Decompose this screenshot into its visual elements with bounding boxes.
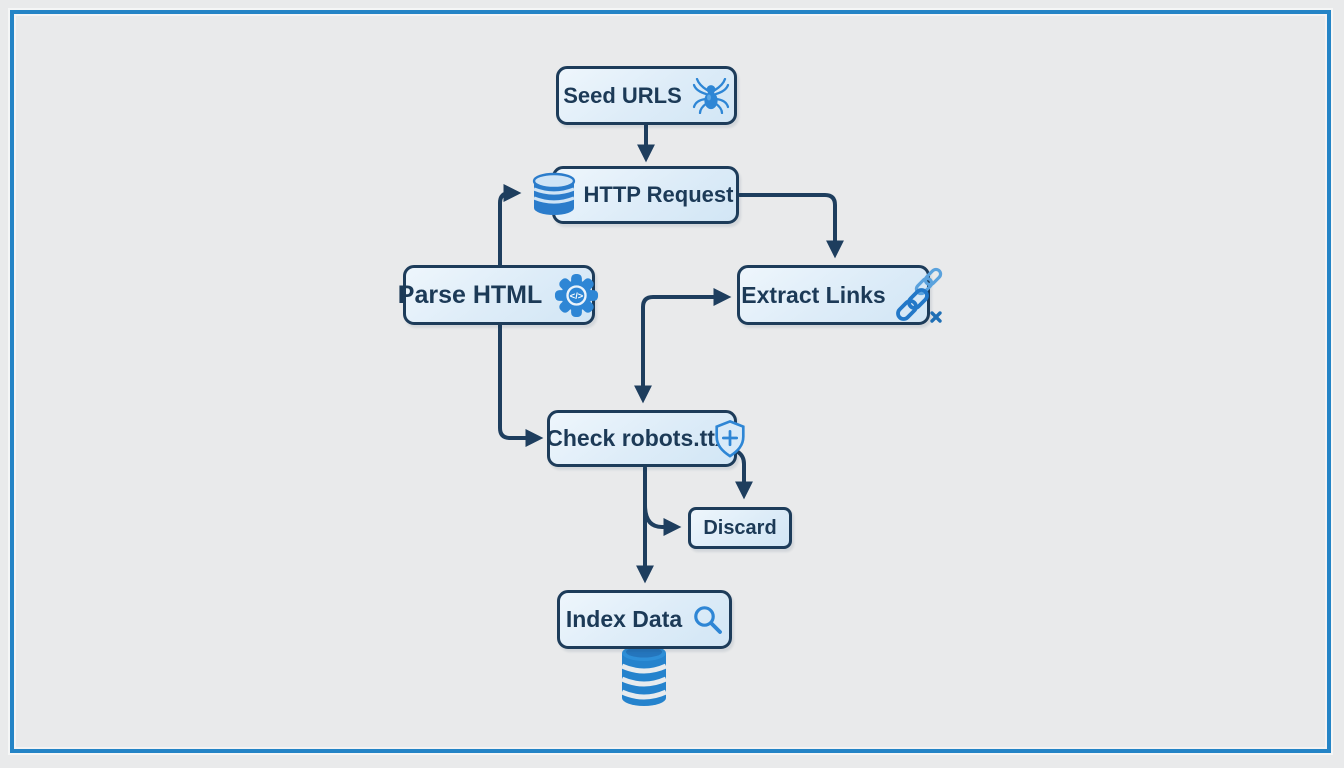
database-cylinder-icon	[620, 645, 668, 706]
connector-parse-to-http	[498, 184, 522, 267]
node-http-request-label: HTTP Request	[583, 182, 734, 207]
node-seed-urls: Seed URLS	[556, 66, 737, 125]
node-discard: Discard	[688, 507, 792, 549]
magnifier-icon	[692, 604, 723, 635]
gear-code-glyph: </>	[570, 291, 584, 301]
connector-parse-to-check	[498, 323, 544, 447]
node-index-data: Index Data	[557, 590, 732, 649]
node-parse-html: Parse HTML </>	[398, 265, 599, 325]
node-check-robots: Check robots.ttx	[546, 410, 745, 467]
gear-code-icon: </>	[553, 272, 600, 319]
connector-check-to-discard-left	[643, 503, 682, 536]
shield-plus-icon	[711, 418, 749, 460]
node-seed-urls-label: Seed URLS	[563, 82, 682, 108]
node-index-data-label: Index Data	[565, 606, 683, 632]
node-discard-label: Discard	[703, 516, 777, 539]
node-http-request: HTTP Request	[532, 166, 739, 224]
chain-links-x-icon	[892, 266, 946, 324]
node-parse-html-label: Parse HTML	[397, 280, 543, 309]
node-check-robots-label: Check robots.ttx	[546, 425, 728, 451]
connector-http-to-extract	[738, 193, 844, 259]
connector-junction-extract-check	[634, 288, 732, 404]
database-icon	[529, 171, 579, 219]
node-extract-links: Extract Links	[737, 265, 942, 325]
spider-icon	[692, 77, 730, 114]
node-extract-links-label: Extract Links	[741, 281, 886, 308]
